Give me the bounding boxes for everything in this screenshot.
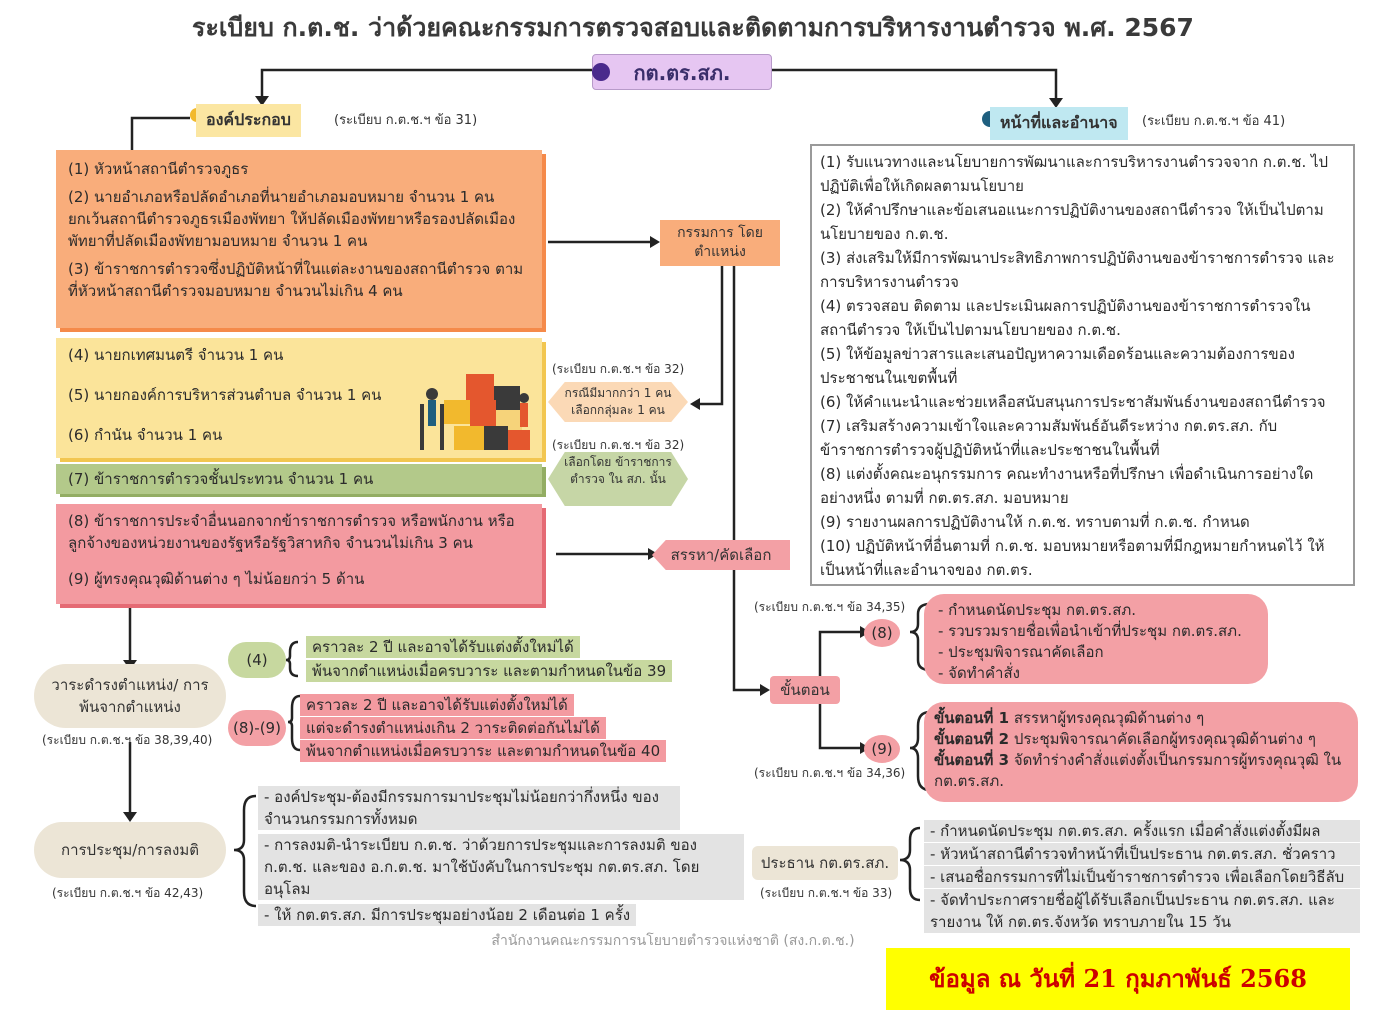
member-item: (2) นายอำเภอหรือปลัดอำเภอที่นายอำเภอมอบห… bbox=[68, 188, 516, 250]
term-line: พ้นจากตำแหน่งเมื่อครบวาระ และตามกำหนดในข… bbox=[300, 740, 667, 762]
step-text: สรรหาผู้ทรงคุณวุฒิด้านต่าง ๆ bbox=[1009, 709, 1205, 727]
root-dot-icon bbox=[592, 63, 610, 81]
chair-duty: - หัวหน้าสถานีตำรวจทำหน้าที่เป็นประธาน ก… bbox=[924, 843, 1360, 865]
duties-heading: หน้าที่และอำนาจ bbox=[990, 107, 1128, 140]
meeting-rule: - การลงมติ-นำระเบียบ ก.ต.ช. ว่าด้วยการปร… bbox=[258, 834, 744, 900]
composition-group-police: (7) ข้าราชการตำรวจชั้นประทวน จำนวน 1 คน bbox=[56, 464, 542, 494]
term-line: พ้นจากตำแหน่งเมื่อครบวาระ และตามกำหนดในข… bbox=[306, 660, 673, 682]
step-9-label: (9) bbox=[864, 735, 900, 763]
chair-duties: - กำหนดนัดประชุม กต.ตร.สภ. ครั้งแรก เมื่… bbox=[924, 820, 1360, 933]
meeting-rule: - องค์ประชุม-ต้องมีกรรมการมาประชุมไม่น้อ… bbox=[258, 786, 680, 830]
term-line: คราวละ 2 ปี และอาจได้รับแต่งตั้งใหม่ได้ bbox=[306, 636, 580, 658]
ex-officio-label: กรรมการ โดยตำแหน่ง bbox=[660, 220, 780, 266]
step-item: ขั้นตอนที่ 2 ประชุมพิจารณาคัดเลือกผู้ทรง… bbox=[934, 729, 1348, 750]
step-lead: ขั้นตอนที่ 3 bbox=[934, 751, 1010, 769]
elected-by-police-note: เลือกโดย ข้าราชการตำรวจ ใน สภ. นั้น bbox=[548, 452, 688, 506]
term-ref: (ระเบียบ ก.ต.ช.ฯ ข้อ 38,39,40) bbox=[42, 733, 213, 747]
step-text: ประชุมพิจารณาคัดเลือกผู้ทรงคุณวุฒิด้านต่… bbox=[1009, 730, 1316, 748]
ref-32-b: (ระเบียบ ก.ต.ช.ฯ ข้อ 32) bbox=[552, 438, 685, 452]
composition-group-ex-officio: (1) หัวหน้าสถานีตำรวจภูธร (2) นายอำเภอหร… bbox=[56, 150, 542, 328]
step-8-label: (8) bbox=[864, 619, 900, 647]
step-item: - รวบรวมรายชื่อเพื่อนำเข้าที่ประชุม กต.ต… bbox=[938, 622, 1242, 640]
chair-duty: - เสนอชื่อกรรมการที่ไม่เป็นข้าราชการตำรว… bbox=[924, 866, 1360, 888]
root-node: กต.ตร.สภ. bbox=[592, 54, 772, 90]
chair-duty: - กำหนดนัดประชุม กต.ตร.สภ. ครั้งแรก เมื่… bbox=[924, 820, 1360, 842]
duty-item: (5) ให้ข้อมูลข่าวสารและเสนอปัญหาความเดือ… bbox=[820, 345, 1295, 387]
step-item: ขั้นตอนที่ 3 จัดทำร่างคำสั่งแต่งตั้งเป็น… bbox=[934, 750, 1348, 792]
step-lead: ขั้นตอนที่ 2 bbox=[934, 730, 1010, 748]
ref-34-35: (ระเบียบ ก.ต.ช.ฯ ข้อ 34,35) bbox=[754, 600, 906, 614]
duty-item: (6) ให้คำแนะนำและช่วยเหลือสนับสนุนการประ… bbox=[820, 393, 1326, 411]
composition-group-experts: (8) ข้าราชการประจำอื่นนอกจากข้าราชการตำร… bbox=[56, 504, 542, 604]
procedure-label: ขั้นตอน bbox=[770, 676, 840, 704]
composition-ref: (ระเบียบ ก.ต.ช.ฯ ข้อ 31) bbox=[334, 113, 478, 128]
multiple-candidates-note: กรณีมีมากกว่า 1 คน เลือกกลุ่มละ 1 คน bbox=[548, 382, 688, 422]
member-item: (1) หัวหน้าสถานีตำรวจภูธร bbox=[68, 160, 249, 178]
duty-item: (8) แต่งตั้งคณะอนุกรรมการ คณะทำงานหรือที… bbox=[820, 465, 1314, 507]
term-group-8-9-label: (8)-(9) bbox=[228, 710, 286, 746]
term-group-8-9-text: คราวละ 2 ปี และอาจได้รับแต่งตั้งใหม่ได้ … bbox=[300, 694, 667, 762]
duty-item: (2) ให้คำปรึกษาและข้อเสนอแนะการปฏิบัติงา… bbox=[820, 201, 1324, 243]
meeting-rules: - องค์ประชุม-ต้องมีกรรมการมาประชุมไม่น้อ… bbox=[258, 786, 744, 926]
meeting-ref: (ระเบียบ ก.ต.ช.ฯ ข้อ 42,43) bbox=[52, 886, 204, 900]
chair-ref: (ระเบียบ ก.ต.ช.ฯ ข้อ 33) bbox=[760, 886, 893, 900]
duties-list: (1) รับแนวทางและนโยบายการพัฒนาและการบริห… bbox=[810, 144, 1355, 586]
duty-item: (1) รับแนวทางและนโยบายการพัฒนาและการบริห… bbox=[820, 153, 1329, 195]
step-item: ขั้นตอนที่ 1 สรรหาผู้ทรงคุณวุฒิด้านต่าง … bbox=[934, 708, 1348, 729]
term-line: แต่จะดำรงตำแหน่งเกิน 2 วาระติดต่อกันไม่ไ… bbox=[300, 717, 606, 739]
ref-32-a: (ระเบียบ ก.ต.ช.ฯ ข้อ 32) bbox=[552, 362, 685, 376]
meeting-label: การประชุม/การลงมติ bbox=[34, 822, 226, 878]
duties-ref: (ระเบียบ ก.ต.ช.ฯ ข้อ 41) bbox=[1142, 114, 1286, 129]
puzzle-illustration-icon bbox=[420, 374, 530, 450]
member-item: (4) นายกเทศมนตรี จำนวน 1 คน bbox=[68, 346, 284, 364]
chair-label: ประธาน กต.ตร.สภ. bbox=[752, 846, 898, 880]
term-group-4-text: คราวละ 2 ปี และอาจได้รับแต่งตั้งใหม่ได้ … bbox=[306, 636, 673, 682]
step-item: - จัดทำคำสั่ง bbox=[938, 664, 1020, 682]
member-item: (6) กำนัน จำนวน 1 คน bbox=[68, 426, 223, 444]
step-text: จัดทำร่างคำสั่งแต่งตั้งเป็นกรรมการผู้ทรง… bbox=[934, 751, 1342, 790]
footer-credit: สำนักงานคณะกรรมการนโยบายตำรวจแห่งชาติ (ส… bbox=[491, 933, 855, 949]
page-title: ระเบียบ ก.ต.ช. ว่าด้วยคณะกรรมการตรวจสอบแ… bbox=[192, 13, 1194, 42]
term-group-4-label: (4) bbox=[228, 642, 286, 678]
duty-item: (7) เสริมสร้างความเข้าใจและความสัมพันธ์อ… bbox=[820, 417, 1278, 459]
member-item: (8) ข้าราชการประจำอื่นนอกจากข้าราชการตำร… bbox=[68, 512, 515, 552]
duty-item: (10) ปฏิบัติหน้าที่อื่นตามที่ ก.ต.ช. มอบ… bbox=[820, 537, 1325, 579]
duty-item: (4) ตรวจสอบ ติดตาม และประเมินผลการปฏิบัต… bbox=[820, 297, 1311, 339]
member-item: (3) ข้าราชการตำรวจซึ่งปฏิบัติหน้าที่ในแต… bbox=[68, 260, 524, 300]
member-item: (9) ผู้ทรงคุณวุฒิด้านต่าง ๆ ไม่น้อยกว่า … bbox=[68, 570, 365, 588]
steps-9-box: ขั้นตอนที่ 1 สรรหาผู้ทรงคุณวุฒิด้านต่าง … bbox=[924, 702, 1358, 802]
step-lead: ขั้นตอนที่ 1 bbox=[934, 709, 1010, 727]
step-item: - กำหนดนัดประชุม กต.ตร.สภ. bbox=[938, 601, 1137, 619]
duty-item: (3) ส่งเสริมให้มีการพัฒนาประสิทธิภาพการป… bbox=[820, 249, 1335, 291]
data-date-note: ข้อมูล ณ วันที่ 21 กุมภาพันธ์ 2568 bbox=[886, 948, 1350, 1010]
selection-label: สรรหา/คัดเลือก bbox=[652, 540, 790, 570]
steps-8-box: - กำหนดนัดประชุม กต.ตร.สภ. - รวบรวมรายชื… bbox=[924, 594, 1268, 684]
meeting-rule: - ให้ กต.ตร.สภ. มีการประชุมอย่างน้อย 2 เ… bbox=[258, 904, 637, 926]
composition-heading: องค์ประกอบ bbox=[196, 104, 301, 137]
step-item: - ประชุมพิจารณาคัดเลือก bbox=[938, 643, 1104, 661]
chair-duty: - จัดทำประกาศรายชื่อผู้ได้รับเลือกเป็นปร… bbox=[924, 889, 1360, 933]
ref-34-36: (ระเบียบ ก.ต.ช.ฯ ข้อ 34,36) bbox=[754, 766, 906, 780]
term-line: คราวละ 2 ปี และอาจได้รับแต่งตั้งใหม่ได้ bbox=[300, 694, 574, 716]
term-label: วาระดำรงตำแหน่ง/ การพ้นจากตำแหน่ง bbox=[34, 664, 226, 728]
duty-item: (9) รายงานผลการปฏิบัติงานให้ ก.ต.ช. ทราบ… bbox=[820, 513, 1250, 531]
member-item: (5) นายกองค์การบริหารส่วนตำบล จำนวน 1 คน bbox=[68, 386, 382, 404]
